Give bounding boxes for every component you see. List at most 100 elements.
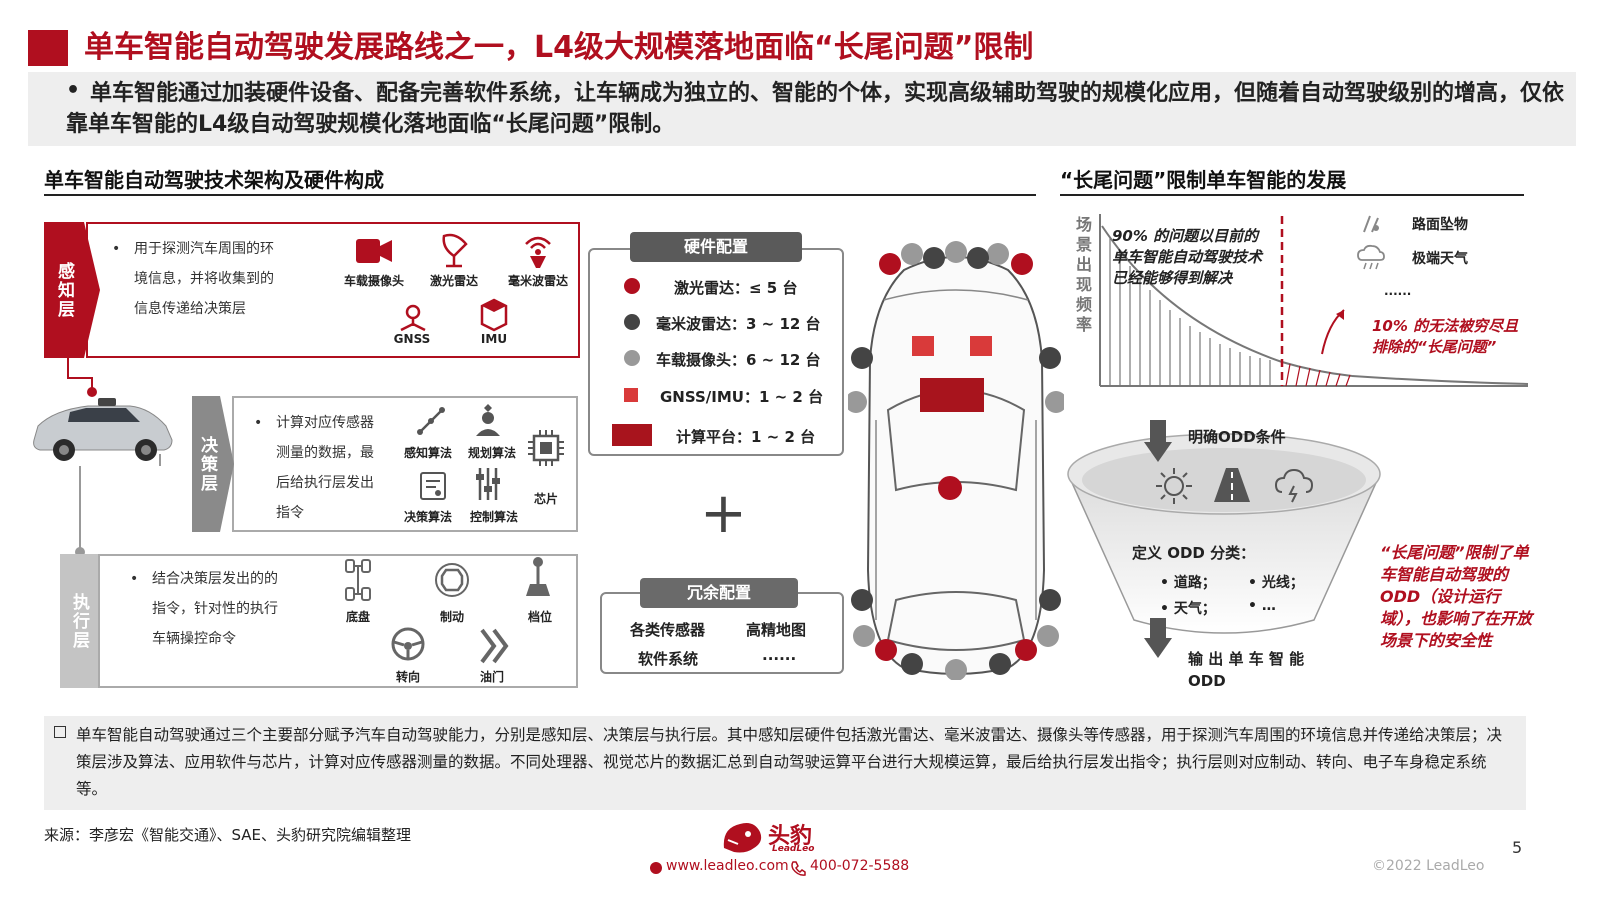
decision-layer-tab-shape — [192, 396, 234, 532]
mmwave-count: 毫米波雷达：3 ~ 12 台 — [656, 315, 821, 333]
odd-output-label-line2: ODD — [1188, 672, 1226, 690]
lidar-icon — [442, 233, 468, 268]
odd-item-road: • 道路； — [1160, 575, 1216, 591]
website-link[interactable]: www.leadleo.com — [666, 858, 789, 874]
brand-name: 头豹 — [768, 824, 813, 849]
summary-note: 单车智能自动驾驶通过三个主要部分赋予汽车自动驾驶能力，分别是感知层、决策层与执行… — [76, 726, 1503, 798]
chassis-icon — [345, 559, 371, 601]
website-icon — [650, 862, 662, 874]
radar-icon — [525, 236, 551, 268]
odd-item-more: • … — [1248, 598, 1276, 614]
steering-wheel-icon — [391, 627, 425, 661]
odd-item-weather: • 天气； — [1160, 601, 1216, 617]
extreme-weather-icon — [1357, 244, 1385, 270]
radar-label: 毫米波雷达 — [507, 274, 568, 288]
copyright: ©2022 LeadLeo — [1372, 858, 1485, 874]
chassis-label: 底盘 — [345, 610, 370, 624]
odd-long-tail-note: “长尾问题”限制了单车智能自动驾驶的ODD（设计运行域），也影响了在开放场景下的… — [1380, 543, 1533, 650]
storm-cloud-icon — [1274, 468, 1314, 503]
plus-sign: + — [700, 481, 747, 546]
road-debris-icon — [1363, 215, 1379, 233]
gnss-icon — [400, 304, 426, 332]
brake-icon — [435, 563, 469, 597]
page-title: 单车智能自动驾驶发展路线之一，L4级大规模落地面临“长尾问题”限制 — [84, 30, 1034, 65]
odd-output-label-line1: 输 出 单 车 智 能 — [1188, 650, 1305, 668]
phone-number: 400-072-5588 — [810, 858, 910, 874]
right-section-divider — [1060, 194, 1524, 196]
decision-description: 计算对应传感器 测量的数据，最 后给执行层发出 指令 — [276, 415, 374, 521]
phone-icon — [791, 861, 806, 876]
right-section-title: “长尾问题”限制单车智能的发展 — [1060, 168, 1347, 192]
brake-label: 制动 — [439, 610, 464, 624]
camera-label: 车载摄像头 — [343, 274, 404, 288]
lidar-label: 激光雷达 — [429, 274, 478, 288]
throttle-icon — [480, 628, 509, 664]
long-tail-curve — [1099, 214, 1353, 387]
perception-layer-tab: 感知层 — [54, 261, 74, 319]
perception-bullet: • — [112, 241, 121, 257]
sun-icon — [1156, 468, 1192, 504]
road-debris-label: 路面坠物 — [1412, 217, 1468, 233]
odd-clear-conditions-label: 明确ODD条件 — [1188, 428, 1286, 446]
camera-count: 车载摄像头：6 ~ 12 台 — [656, 351, 821, 369]
car-top-view-diagram — [848, 241, 1064, 680]
extreme-weather-label: 极端天气 — [1412, 251, 1468, 267]
gear-shift-icon — [526, 557, 550, 596]
execution-description: 结合决策层发出的的 指令，针对性的执行 车辆操控命令 — [152, 571, 278, 647]
perception-algorithm-label: 感知算法 — [403, 446, 452, 460]
control-algorithm-label: 控制算法 — [469, 510, 518, 524]
title-accent-bar — [28, 30, 68, 66]
summary-box — [28, 72, 1576, 146]
execution-bullet: • — [130, 571, 139, 587]
summary-bullet: • — [66, 78, 81, 103]
long-tail-arrow — [1321, 309, 1345, 355]
throttle-label: 油门 — [479, 670, 504, 684]
summary-note-box — [44, 716, 1526, 810]
brand-sub: LeadLeo — [772, 844, 815, 854]
imu-label: IMU — [480, 332, 508, 346]
long-tail-curve-extension — [1352, 375, 1529, 387]
chip-icon — [528, 430, 564, 466]
mmwave-legend-dot — [624, 314, 640, 330]
note-checkbox-icon — [54, 726, 66, 738]
camera-legend-dot — [624, 350, 640, 366]
camera-icon — [356, 239, 392, 263]
more-scenarios: ...... — [1384, 284, 1412, 298]
perception-description: 用于探测汽车周围的环 境信息，并将收集到的 信息传递给决策层 — [134, 241, 274, 317]
perception-algorithm-icon — [417, 407, 445, 435]
execution-layer-box — [98, 554, 578, 688]
long-tail-problems-note: 10% 的无法被穷尽且排除的“长尾问题” — [1372, 317, 1519, 356]
left-section-title: 单车智能自动驾驶技术架构及硬件构成 — [44, 168, 384, 192]
redundancy-hd-map: 高精地图 — [746, 621, 807, 639]
steering-label: 转向 — [395, 670, 420, 684]
hardware-config-title: 硬件配置 — [630, 232, 802, 262]
page-number: 5 — [1512, 838, 1523, 857]
imu-icon — [480, 298, 508, 332]
summary-text: 单车智能通过加装硬件设备、配备完善软件系统，让车辆成为独立的、智能的个体，实现高… — [66, 81, 1565, 137]
source-citation: 来源：李彦宏《智能交通》、SAE、头豹研究院编辑整理 — [44, 826, 412, 844]
long-tail-y-axis-label: 场景出现频率 — [1073, 216, 1092, 336]
left-section-divider — [44, 194, 1036, 196]
compute-legend-rect — [612, 424, 652, 446]
lidar-count: 激光雷达：≤ 5 台 — [674, 279, 798, 297]
redundancy-sensors: 各类传感器 — [630, 621, 706, 639]
control-algorithm-icon — [476, 468, 500, 500]
execution-layer-tab: 执行层 — [69, 592, 89, 650]
decision-algorithm-label: 决策算法 — [403, 510, 452, 524]
decision-algorithm-icon — [420, 472, 446, 500]
redundancy-more: ...... — [762, 646, 797, 664]
leadleo-logo-icon — [723, 823, 762, 853]
decision-layer-tab: 决策层 — [197, 435, 217, 493]
redundancy-software: 软件系统 — [638, 650, 699, 668]
gnss-imu-count: GNSS/IMU：1 ~ 2 台 — [660, 388, 824, 406]
road-icon — [1214, 468, 1250, 502]
gear-shift-label: 档位 — [527, 610, 552, 624]
gnss-imu-legend-square — [624, 388, 638, 402]
odd-item-light: • 光线； — [1248, 575, 1304, 591]
chip-label: 芯片 — [533, 492, 558, 506]
perception-layer-tab-shape — [44, 222, 100, 358]
planning-algorithm-label: 规划算法 — [467, 446, 516, 460]
decision-bullet: • — [254, 415, 263, 431]
redundancy-config-title: 冗余配置 — [640, 578, 798, 608]
lidar-legend-dot — [624, 278, 640, 294]
